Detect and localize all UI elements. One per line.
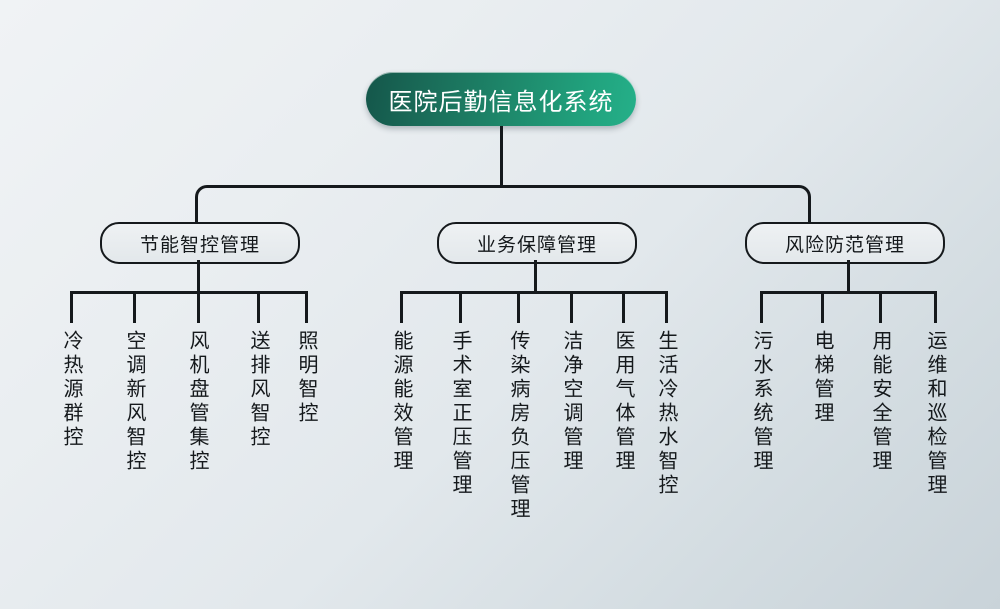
branch-2-leaf-stem-4 [570,291,573,323]
branch-1-leaf-stem-4 [257,291,260,323]
root-stem-connector [499,126,503,186]
branch-2-leaf-stem-3 [517,291,520,323]
leaf-label-3-4: 运维和巡检管理 [924,330,948,498]
leaf-label-3-1: 污水系统管理 [750,330,774,474]
branch-2-leaf-rail [400,291,668,294]
branch-2-leaf-stem-1 [400,291,403,323]
leaf-label-2-2: 手术室正压管理 [449,330,473,498]
branch-2-leaf-stem-5 [622,291,625,323]
level2-distribution-bracket [195,185,811,226]
branch-2-leaf-stem-6 [665,291,668,323]
branch-node-2[interactable]: 业务保障管理 [437,222,637,264]
branch-node-1-label: 节能智控管理 [139,233,260,256]
leaf-label-1-4: 送排风智控 [247,330,271,450]
branch-node-3[interactable]: 风险防范管理 [745,222,945,264]
branch-1-leaf-stem-1 [70,291,73,323]
root-node-label: 医院后勤信息化系统 [388,87,614,116]
leaf-label-1-2: 空调新风智控 [123,330,147,474]
leaf-label-2-6: 生活冷热水智控 [655,330,679,498]
leaf-label-2-1: 能源能效管理 [390,330,414,474]
branch-3-stem [846,260,850,293]
branch-1-leaf-stem-3 [196,291,200,323]
branch-node-1[interactable]: 节能智控管理 [100,222,300,264]
branch-2-stem [533,260,537,293]
branch-node-2-label: 业务保障管理 [476,233,597,256]
leaf-label-1-1: 冷热源群控 [60,330,84,450]
branch-1-stem [196,260,200,293]
leaf-label-2-4: 洁净空调管理 [560,330,584,474]
leaf-label-1-3: 风机盘管集控 [186,330,210,474]
leaf-label-3-2: 电梯管理 [811,330,835,426]
branch-1-leaf-rail [70,291,308,294]
branch-2-leaf-stem-2 [459,291,462,323]
branch-1-leaf-stem-5 [305,291,308,323]
root-node[interactable]: 医院后勤信息化系统 [366,72,636,126]
leaf-label-3-3: 用能安全管理 [869,330,893,474]
leaf-label-2-3: 传染病房负压管理 [507,330,531,522]
branch-3-leaf-stem-2 [821,291,824,323]
branch-3-leaf-stem-4 [934,291,937,323]
branch-3-leaf-stem-1 [760,291,763,323]
leaf-label-2-5: 医用气体管理 [612,330,636,474]
branch-3-leaf-stem-3 [879,291,882,323]
branch-node-3-label: 风险防范管理 [784,233,905,256]
branch-1-leaf-stem-2 [133,291,136,323]
leaf-label-1-5: 照明智控 [295,330,319,426]
branch-3-leaf-rail [760,291,937,294]
